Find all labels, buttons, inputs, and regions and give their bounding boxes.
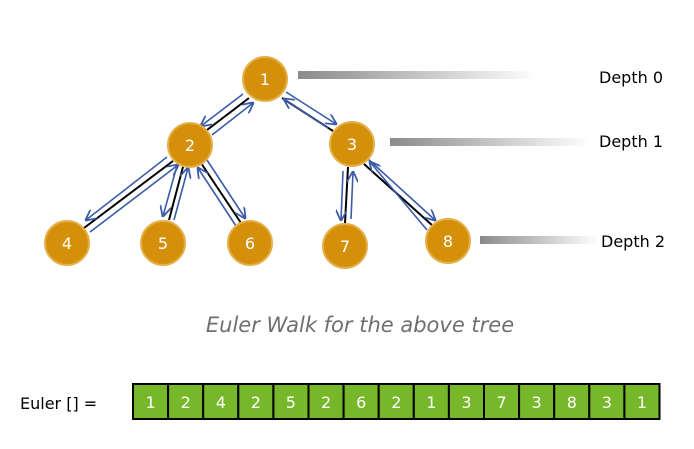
arrow-5-to-2 bbox=[173, 168, 188, 221]
euler-cell-value: 2 bbox=[391, 393, 401, 412]
euler-cell-value: 1 bbox=[637, 393, 647, 412]
euler-cell: 2 bbox=[307, 383, 345, 420]
euler-cell-value: 5 bbox=[286, 393, 296, 412]
arrow-6-to-2 bbox=[198, 168, 237, 227]
edge-1-2 bbox=[206, 97, 250, 131]
node-1-label: 1 bbox=[260, 70, 270, 89]
arrow-1-to-2 bbox=[201, 93, 244, 126]
euler-cell-value: 8 bbox=[567, 393, 577, 412]
euler-cell: 2 bbox=[167, 383, 205, 420]
depth-1-label: Depth 1 bbox=[599, 132, 663, 151]
node-2-label: 2 bbox=[185, 136, 195, 155]
node-7: 7 bbox=[322, 223, 368, 269]
tree-edges bbox=[83, 97, 434, 229]
arrow-7-to-3 bbox=[351, 172, 353, 220]
euler-cell-value: 1 bbox=[426, 393, 436, 412]
euler-cell: 8 bbox=[553, 383, 591, 420]
euler-cell: 3 bbox=[588, 383, 626, 420]
euler-cell: 3 bbox=[447, 383, 485, 420]
euler-cell: 1 bbox=[623, 383, 661, 420]
node-6-label: 6 bbox=[245, 234, 255, 253]
walk-arrows bbox=[86, 91, 435, 233]
edge-2-4 bbox=[83, 160, 174, 229]
euler-cell-value: 3 bbox=[602, 393, 612, 412]
arrow-1-to-3 bbox=[285, 91, 336, 124]
node-8-label: 8 bbox=[443, 232, 453, 251]
depth-2-bar bbox=[480, 236, 598, 244]
tree-nodes: 1 2 3 4 5 6 7 8 bbox=[44, 56, 471, 269]
node-8: 8 bbox=[425, 218, 471, 264]
euler-cell: 7 bbox=[483, 383, 521, 420]
node-5: 5 bbox=[140, 220, 186, 266]
arrow-2-to-6 bbox=[206, 159, 245, 218]
euler-cell: 1 bbox=[412, 383, 450, 420]
edge-3-7 bbox=[344, 166, 349, 224]
arrow-2-to-1 bbox=[211, 103, 253, 136]
euler-cell: 6 bbox=[342, 383, 380, 420]
euler-cell: 3 bbox=[518, 383, 556, 420]
depth-0-label: Depth 0 bbox=[599, 68, 663, 87]
euler-cell-value: 3 bbox=[461, 393, 471, 412]
euler-cell: 2 bbox=[377, 383, 415, 420]
depth-0-bar bbox=[298, 71, 538, 79]
arrow-8-to-3 bbox=[370, 162, 428, 231]
euler-cell-value: 6 bbox=[356, 393, 366, 412]
node-4: 4 bbox=[44, 220, 90, 266]
arrow-3-to-7 bbox=[341, 170, 343, 220]
euler-cell-value: 4 bbox=[216, 393, 226, 412]
euler-cell: 5 bbox=[272, 383, 310, 420]
euler-cell-value: 2 bbox=[321, 393, 331, 412]
diagram-caption: Euler Walk for the above tree bbox=[206, 313, 514, 337]
node-3: 3 bbox=[329, 121, 375, 167]
euler-cell-value: 2 bbox=[251, 393, 261, 412]
depth-1-bar bbox=[390, 138, 590, 146]
euler-cell-value: 2 bbox=[181, 393, 191, 412]
euler-array-label: Euler [] = bbox=[20, 394, 97, 413]
euler-cell: 1 bbox=[132, 383, 170, 420]
euler-cell-value: 1 bbox=[146, 393, 156, 412]
arrow-2-to-4 bbox=[86, 156, 168, 220]
node-2: 2 bbox=[167, 122, 213, 168]
node-5-label: 5 bbox=[158, 234, 168, 253]
node-6: 6 bbox=[227, 220, 273, 266]
edge-2-6 bbox=[200, 162, 242, 224]
euler-cell-value: 3 bbox=[532, 393, 542, 412]
arrow-3-to-8 bbox=[367, 158, 435, 220]
node-1: 1 bbox=[242, 56, 288, 102]
node-3-label: 3 bbox=[347, 135, 357, 154]
node-7-label: 7 bbox=[340, 237, 350, 256]
depth-2-label: Depth 2 bbox=[601, 232, 665, 251]
euler-array: 1 2 4 2 5 2 6 2 1 3 7 3 8 3 1 bbox=[132, 383, 661, 420]
euler-cell: 2 bbox=[237, 383, 275, 420]
euler-cell: 4 bbox=[202, 383, 240, 420]
arrow-4-to-2 bbox=[89, 165, 178, 233]
arrow-3-to-1 bbox=[284, 99, 329, 129]
arrow-2-to-5 bbox=[163, 161, 179, 216]
euler-cell-value: 7 bbox=[497, 393, 507, 412]
node-4-label: 4 bbox=[62, 234, 72, 253]
